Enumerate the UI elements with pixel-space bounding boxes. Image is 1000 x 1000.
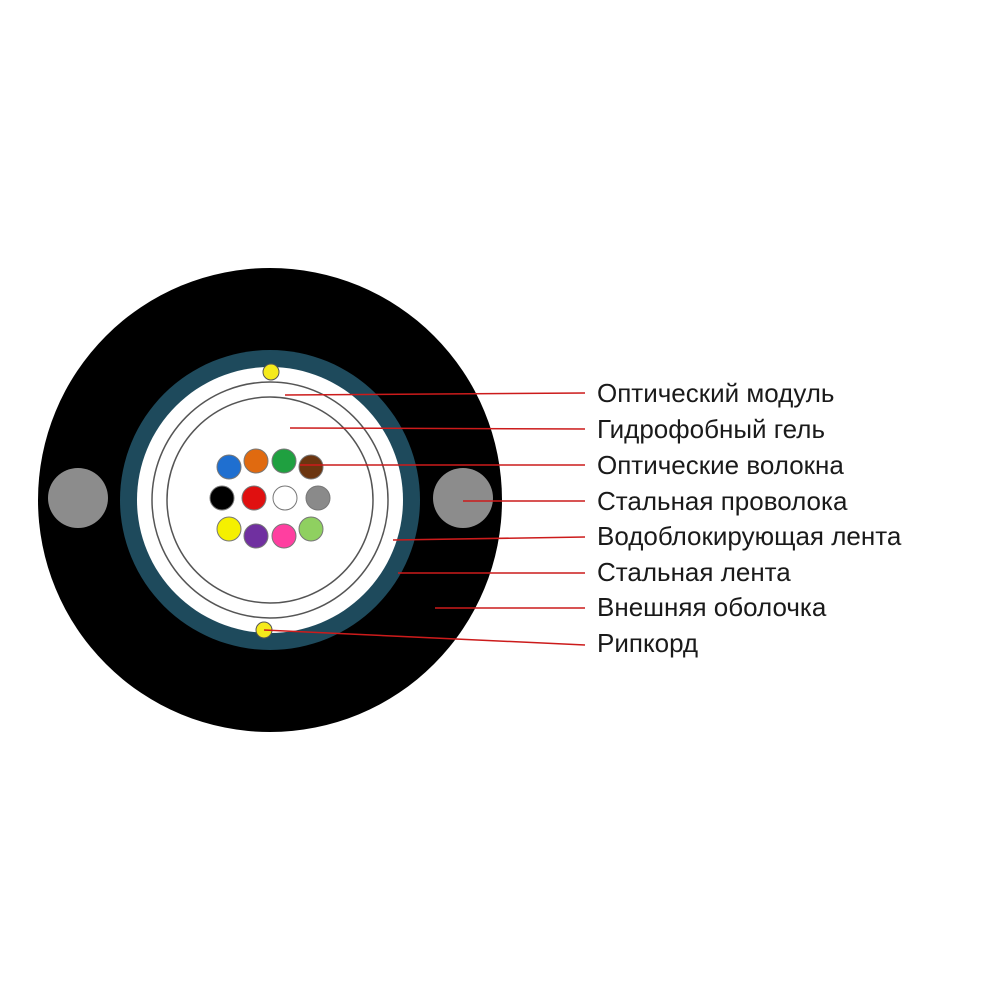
optical-module-tube: [151, 381, 389, 619]
optical-fiber: [216, 516, 242, 542]
optical-fiber: [272, 485, 298, 511]
steel-wire-left: [48, 468, 108, 528]
hydrophobic-gel-boundary: [166, 396, 374, 604]
optical-fiber: [243, 523, 269, 549]
label-optical-module: Оптический модуль: [597, 378, 835, 408]
label-outer-sheath: Внешняя оболочка: [597, 592, 827, 622]
ripcord-top: [262, 363, 280, 381]
label-optical-fibers: Оптические волокна: [597, 450, 844, 480]
optical-fiber: [216, 454, 242, 480]
water-blocking-tape: [137, 367, 403, 633]
optical-fiber: [271, 448, 297, 474]
optical-fibers: [209, 448, 331, 549]
leader-line: [392, 536, 586, 541]
leader-lines: [263, 392, 586, 646]
steel-wire-right: [433, 468, 493, 528]
label-steel-tape: Стальная лента: [597, 557, 791, 587]
leader-line: [289, 427, 586, 430]
optical-fiber: [298, 454, 324, 480]
optical-fiber: [298, 516, 324, 542]
label-hydrophobic-gel: Гидрофобный гель: [597, 414, 825, 444]
optical-fiber: [243, 448, 269, 474]
label-ripcord: Рипкорд: [597, 628, 699, 658]
label-steel-wire: Стальная проволока: [597, 486, 848, 516]
leader-line: [263, 629, 586, 646]
leader-line: [284, 392, 586, 396]
optical-fiber: [305, 485, 331, 511]
optical-fiber: [209, 485, 235, 511]
optical-fiber: [271, 523, 297, 549]
label-water-blocking-tape: Водоблокирующая лента: [597, 521, 902, 551]
optical-fiber: [241, 485, 267, 511]
